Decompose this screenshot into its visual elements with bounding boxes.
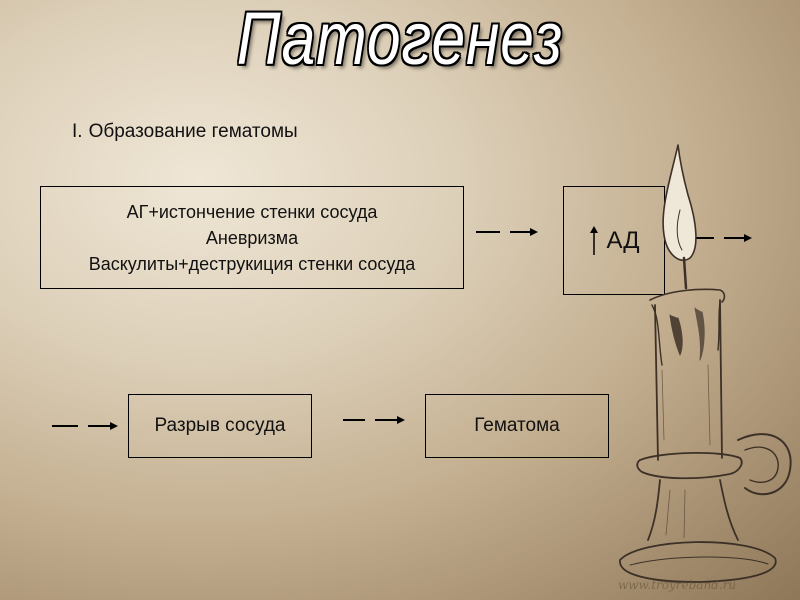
- section-heading: I.Образование гематомы: [72, 121, 298, 143]
- arrow-rupture-to-hematoma: [343, 416, 405, 424]
- watermark: www.troyreband.ru: [618, 578, 737, 592]
- candle-illustration: [619, 144, 792, 584]
- hematoma-box: Гематома: [425, 394, 609, 458]
- arrow-causes-to-pressure: [476, 228, 538, 236]
- vessel-rupture-box: Разрыв сосуда: [128, 394, 312, 458]
- vessel-rupture-label: Разрыв сосуда: [154, 415, 286, 436]
- slide-title: Патогенез: [236, 0, 564, 80]
- cause-line-1: АГ+истончение стенки сосуда: [126, 201, 378, 222]
- increase-arrow-icon: [590, 225, 599, 255]
- section-heading-text: Образование гематомы: [88, 121, 298, 142]
- arrow-into-rupture: [52, 422, 118, 430]
- cause-line-2: Аневризма: [205, 227, 299, 248]
- hematoma-label: Гематома: [474, 415, 560, 436]
- cause-line-3: Васкулиты+деструкиция стенки сосуда: [88, 253, 416, 274]
- blood-pressure-label: АД: [606, 226, 640, 254]
- section-number: I.: [72, 121, 83, 142]
- causes-box: АГ+истончение стенки сосуда Аневризма Ва…: [40, 186, 464, 289]
